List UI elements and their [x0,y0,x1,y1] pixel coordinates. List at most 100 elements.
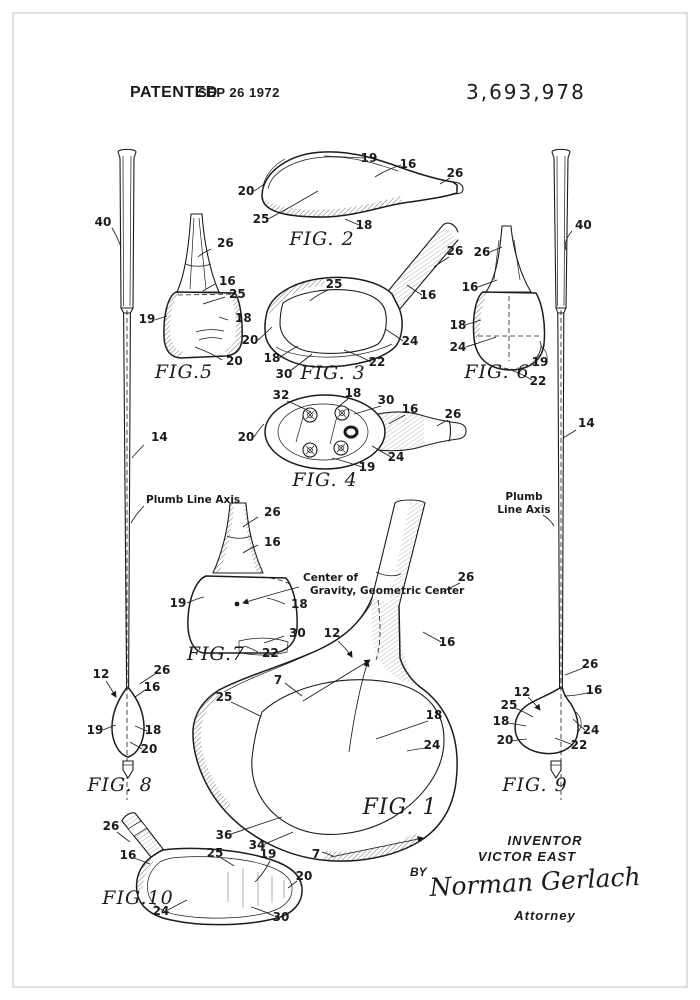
ref-label: 16 [586,683,603,697]
ref-label: 18 [291,597,308,611]
ref-label: 20 [497,733,514,747]
fig10-hosel [121,812,164,858]
ref-label: 20 [296,869,313,883]
ref-label: 19 [361,151,378,165]
fig1-drawing: 12 26 16 7 25 18 24 36 34 7 FIG. 1 [192,499,475,862]
ref-label: 40 [95,215,112,229]
ref-label: 30 [276,367,293,381]
plumb-line-axis-label-left: Plumb Line Axis [146,494,240,506]
fig9-caption: FIG. 9 [501,774,567,796]
patent-date: SEP 26 1972 [198,85,280,100]
ref-label: 25 [326,277,343,291]
ref-label: 16 [264,535,281,549]
ref-label: 26 [154,663,171,677]
ref-label: 22 [262,646,279,660]
fig6-hosel [485,225,532,293]
ref-label: 30 [289,626,306,640]
ref-label: 25 [207,846,224,860]
ref-label: 24 [402,334,419,348]
ref-label: 26 [447,244,464,258]
ref-label: 26 [217,236,234,250]
ref-label: 24 [450,340,467,354]
fig5-caption: FIG.5 [154,361,213,383]
ref-label: 20 [238,430,255,444]
ref-label: 25 [501,698,518,712]
header: PATENTED SEP 26 1972 3,693,978 [130,80,586,104]
ref-label: 26 [445,407,462,421]
inventor-name: VICTOR EAST [478,849,576,864]
ref-label: 19 [139,312,156,326]
ref-label: 7 [312,847,320,861]
fig4-screws [302,405,359,458]
ref-label: 36 [216,828,233,842]
ref-label: 19 [359,460,376,474]
ref-label: 16 [144,680,161,694]
fig8-labels: 12 26 16 19 18 20 FIG. 8 [86,663,170,796]
fig5-hosel [176,213,220,293]
ref-label: 16 [439,635,456,649]
fig3-head-outline [264,276,403,368]
ref-label: 18 [264,351,281,365]
fig10-head-outline [135,847,303,926]
fig6-drawing: 26 16 18 24 19 22 FIG. 6 [450,225,548,388]
ref-label: 18 [450,318,467,332]
ref-label: 19 [170,596,187,610]
ref-label: 20 [238,184,255,198]
inventor-label: INVENTOR [508,833,583,848]
ref-label: 20 [226,354,243,368]
ref-label: 16 [120,848,137,862]
ref-label: 30 [273,910,290,924]
ref-label: 32 [273,388,290,402]
fig8-head [111,687,145,758]
ref-label: 18 [235,311,252,325]
attorney-label: Attorney [513,908,575,923]
ref-label: 26 [582,657,599,671]
patent-number: 3,693,978 [466,80,586,104]
center-of-gravity-label-2: Gravity, Geometric Center [310,585,465,597]
by-label: BY [410,865,428,879]
ref-label: 24 [153,904,170,918]
fig7-caption: FIG.7 [186,643,245,665]
fig1-shaft [371,499,426,607]
ref-label: 22 [530,374,547,388]
ref-label: 25 [229,287,246,301]
ref-label: 16 [402,402,419,416]
fig10-drawing: 26 16 25 19 24 30 20 FIG.10 [101,812,313,926]
fig9-labels: 26 16 12 25 18 20 24 22 FIG. 9 [493,657,603,796]
ref-label: 7 [274,673,282,687]
ref-label: 24 [583,723,600,737]
ref-label: 26 [474,245,491,259]
fig2-caption: FIG. 2 [288,228,354,250]
ref-label: 26 [103,819,120,833]
ref-label: 26 [264,505,281,519]
fig3-hosel [383,222,459,311]
fig7-drawing: 26 16 19 18 30 22 Center of Gravity, Geo… [170,502,465,665]
ref-label: 25 [253,212,270,226]
patented-label: PATENTED [130,84,218,101]
ref-label: 19 [87,723,104,737]
fig4-hosel [377,411,467,452]
ref-label: 26 [458,570,475,584]
fig10-caption: FIG.10 [101,887,173,909]
left-grip [117,148,137,309]
ref-label: 22 [571,738,588,752]
fig8-caption: FIG. 8 [86,774,152,796]
fig6-caption: FIG. 6 [463,361,529,383]
right-grip [551,148,571,309]
fig5-drawing: 26 16 25 19 18 20 FIG.5 [139,213,252,383]
ref-label: 30 [378,393,395,407]
center-of-gravity-dot [234,601,240,607]
fig9-head [514,687,579,755]
fig1-caption: FIG. 1 [362,795,438,820]
fig7-head-outline [187,575,298,654]
right-club-drawing: 40 14 Plumb Line Axis [497,148,595,800]
ref-label: 22 [369,355,386,369]
left-club-drawing: 40 14 Plumb Line Axis [95,148,240,800]
ref-label: 34 [249,838,266,852]
attorney-signature: Norman Gerlach [428,862,641,902]
left-shaft [123,312,131,689]
ref-label: 14 [578,416,595,430]
ref-label: 18 [145,723,162,737]
